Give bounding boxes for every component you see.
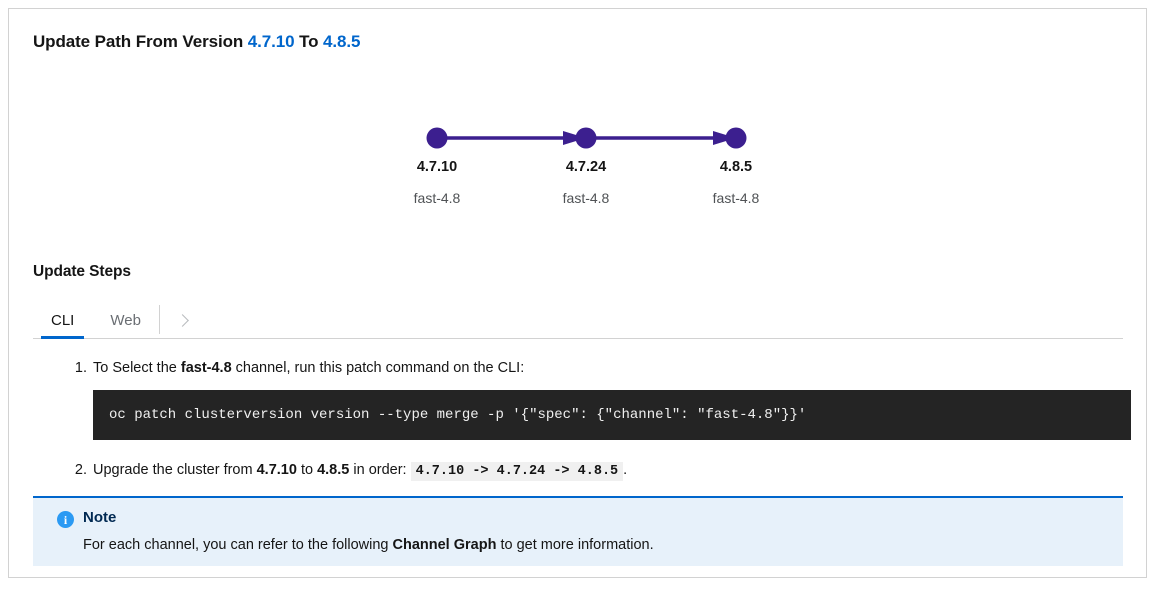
step-text-1: To Select the fast-4.8 channel, run this… xyxy=(93,358,524,378)
patch-command-code-block[interactable]: oc patch clusterversion version --type m… xyxy=(93,390,1131,440)
page-title: Update Path From Version 4.7.10 To 4.8.5 xyxy=(33,32,360,52)
step-2-text-after: in order: xyxy=(353,462,407,478)
graph-node-version-0: 4.7.10 xyxy=(416,159,458,175)
note-alert: i Note For each channel, you can refer t… xyxy=(33,496,1123,566)
step-2-text-before: Upgrade the cluster from xyxy=(93,462,253,478)
update-path-card: Update Path From Version 4.7.10 To 4.8.5… xyxy=(8,8,1147,578)
graph-node-0[interactable] xyxy=(426,127,448,149)
chevron-right-icon xyxy=(176,314,190,327)
graph-node-label-1: 4.7.24 fast-4.8 xyxy=(563,158,610,207)
info-circle-icon: i xyxy=(57,511,74,528)
graph-node-channel-0: fast-4.8 xyxy=(413,190,461,206)
page-title-prefix: Update Path From Version xyxy=(33,32,244,51)
graph-node-1[interactable] xyxy=(575,127,597,149)
graph-node-channel-1: fast-4.8 xyxy=(562,190,610,206)
step-item-1: 1. To Select the fast-4.8 channel, run t… xyxy=(69,358,1131,378)
graph-node-label-0: 4.7.10 fast-4.8 xyxy=(414,158,461,207)
step-number-2: 2. xyxy=(74,462,87,478)
graph-node-channel-2: fast-4.8 xyxy=(712,190,760,206)
tab-web-label: Web xyxy=(110,312,141,329)
tab-cli-label: CLI xyxy=(51,312,75,329)
graph-node-label-2: 4.8.5 fast-4.8 xyxy=(713,158,760,207)
update-steps-list: 1. To Select the fast-4.8 channel, run t… xyxy=(69,358,1131,482)
step-1-text-before: To Select the xyxy=(93,360,177,376)
tab-cli[interactable]: CLI xyxy=(33,303,92,339)
step-1-channel: fast-4.8 xyxy=(180,360,232,376)
graph-edges xyxy=(437,131,736,145)
note-link-text: Channel Graph xyxy=(392,537,497,553)
page-title-middle: To xyxy=(299,32,319,51)
update-steps-tabs: CLI Web xyxy=(33,303,1123,339)
graph-node-version-1: 4.7.24 xyxy=(565,159,607,175)
graph-arrowhead-2 xyxy=(713,131,736,145)
tab-web[interactable]: Web xyxy=(92,303,159,338)
step-2-order-code: 4.7.10 -> 4.7.24 -> 4.8.5 xyxy=(410,462,624,481)
update-steps-heading: Update Steps xyxy=(33,263,131,280)
step-2-from-version: 4.7.10 xyxy=(256,462,297,478)
step-2-text-end: . xyxy=(623,462,628,478)
graph-nodes xyxy=(426,127,747,149)
graph-node-version-2: 4.8.5 xyxy=(719,159,753,175)
note-body-after: to get more information. xyxy=(500,537,654,553)
update-path-graph-svg xyxy=(426,127,747,149)
note-alert-title: Note xyxy=(83,509,117,526)
note-alert-body: For each channel, you can refer to the f… xyxy=(83,535,654,555)
tab-divider xyxy=(158,305,160,334)
graph-node-labels: 4.7.10 fast-4.8 4.7.24 fast-4.8 4.8.5 fa… xyxy=(33,104,1123,214)
step-2-to-version: 4.8.5 xyxy=(317,462,350,478)
graph-node-2[interactable] xyxy=(725,127,747,149)
tabs-scroll-right-button[interactable] xyxy=(160,303,206,338)
step-number-1: 1. xyxy=(74,360,87,376)
step-item-2: 2. Upgrade the cluster from 4.7.10 to 4.… xyxy=(69,460,1131,482)
page-title-from-version: 4.7.10 xyxy=(247,32,295,51)
page-title-to-version: 4.8.5 xyxy=(323,32,361,51)
step-text-2: Upgrade the cluster from 4.7.10 to 4.8.5… xyxy=(93,460,627,482)
update-path-graph: 4.7.10 fast-4.8 4.7.24 fast-4.8 4.8.5 fa… xyxy=(33,104,1123,214)
note-body-before: For each channel, you can refer to the f… xyxy=(83,537,389,553)
graph-arrowhead-1 xyxy=(563,131,586,145)
step-2-text-middle: to xyxy=(300,462,314,478)
step-1-text-after: channel, run this patch command on the C… xyxy=(235,360,525,376)
